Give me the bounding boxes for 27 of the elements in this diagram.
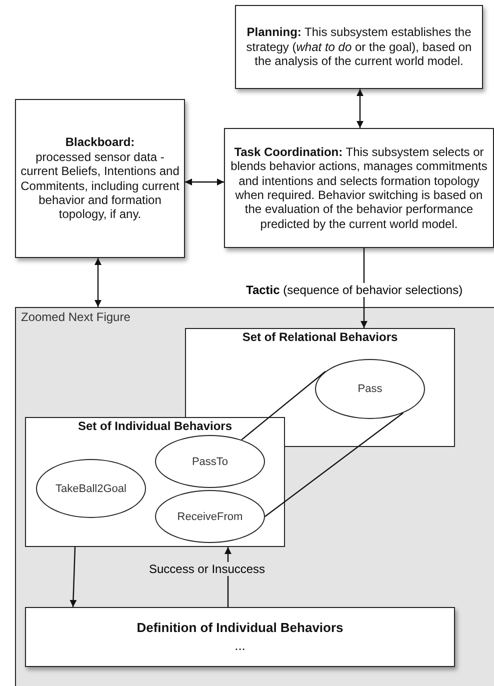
behavior-name: PassTo	[192, 456, 228, 468]
edge-label: Tactic (sequence of behavior selections)	[244, 283, 465, 298]
panel-title: Zoomed Next Figure	[21, 310, 130, 324]
arrow	[185, 178, 224, 186]
group-title: Set of Individual Behaviors	[76, 419, 234, 433]
behavior-name: Pass	[358, 383, 382, 395]
box-text: ...	[234, 638, 246, 654]
box-text: processed sensor data - current Beliefs, Intentions and Commitents, including current behavior and formation topology, if any.	[20, 150, 180, 222]
planning-box	[235, 5, 483, 89]
edge-label: Success or Insuccess	[147, 562, 268, 576]
individual-behaviors-box	[25, 417, 285, 547]
box-text: Task Coordination: This subsystem selects or blends behavior actions, manages commitments and intentions and selects formation topology when required. Behavior switching is based on the evaluation of the behavior performance predicted by the current world model.	[230, 144, 488, 232]
group-title: Set of Relational Behaviors	[241, 330, 399, 344]
box-heading: Definition of Individual Behaviors	[136, 620, 344, 636]
arrow	[356, 89, 364, 128]
connector-line	[241, 370, 326, 440]
connector-line	[264, 412, 404, 517]
blackboard-box	[15, 99, 185, 258]
behavior-name: ReceiveFrom	[177, 510, 243, 522]
zoomed-figure-panel	[15, 307, 494, 686]
arrow	[70, 546, 77, 608]
behavior-name: TakeBall2Goal	[56, 482, 126, 494]
definition-box	[25, 607, 455, 667]
box-text: Planning: This subsystem establishes the strategy (what to do or the goal), based on the analysis of the current world model.	[245, 25, 473, 69]
task-coordination-box	[224, 128, 494, 248]
box-heading: Blackboard:	[65, 135, 135, 150]
arrow	[94, 258, 102, 307]
